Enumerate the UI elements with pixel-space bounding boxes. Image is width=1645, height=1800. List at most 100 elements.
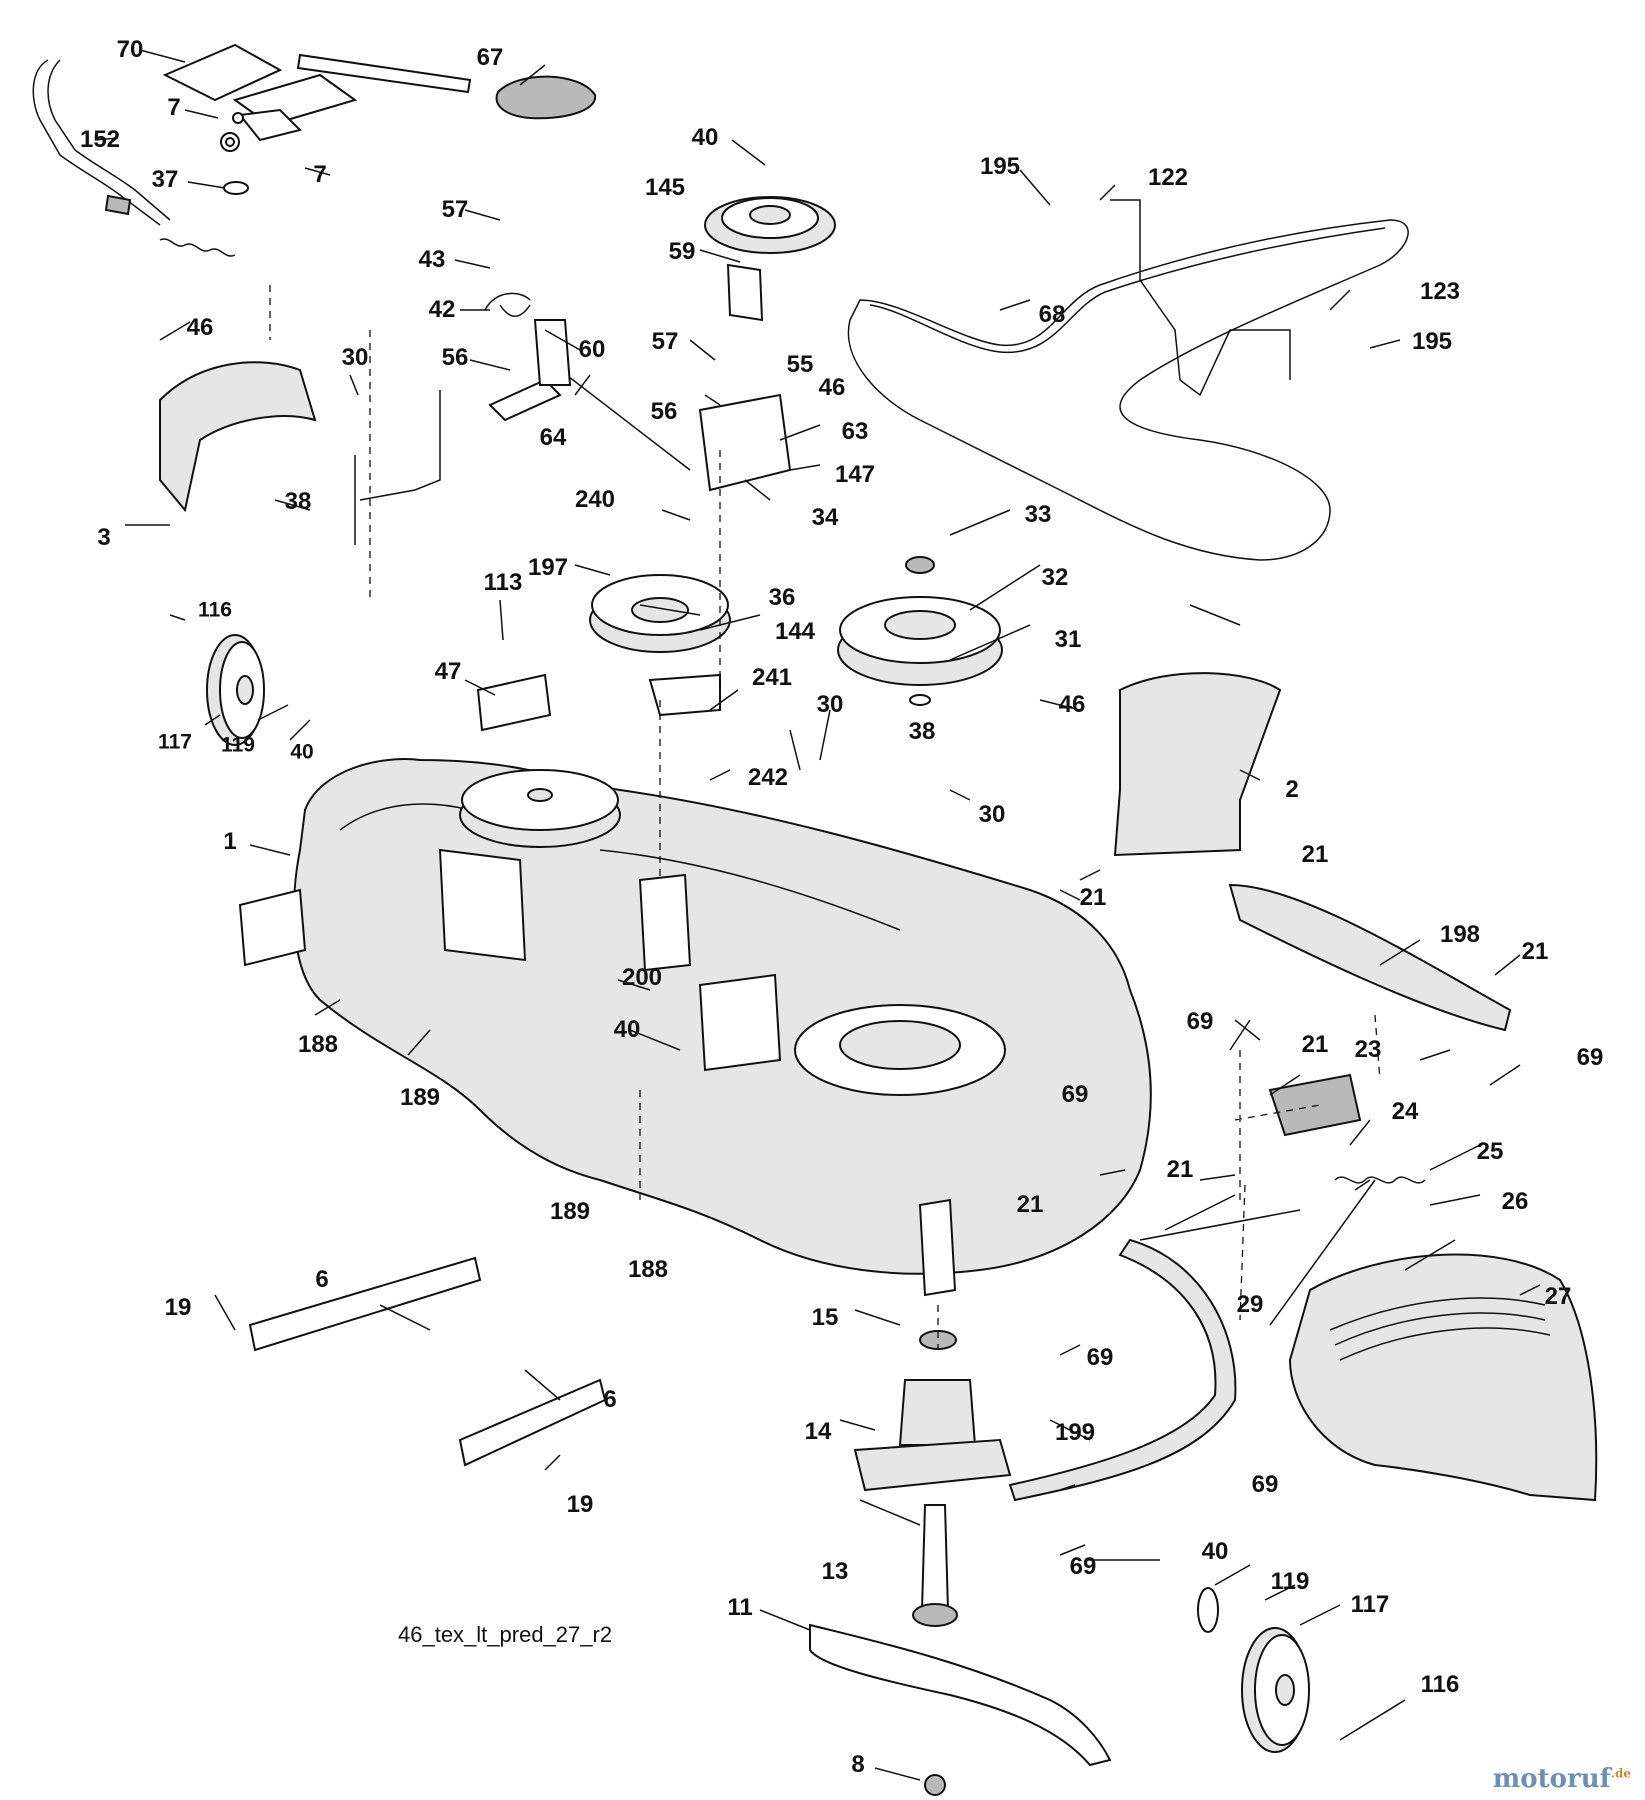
callout-label: 7 [313, 161, 327, 188]
drive-belt [847, 219, 1409, 561]
callout-label: 21 [1521, 938, 1549, 965]
gauge-wheel-left [206, 634, 265, 746]
brand-name: motoruf [1492, 1764, 1611, 1794]
callout-label: 1 [223, 828, 237, 855]
callout-label: 38 [908, 718, 936, 745]
callout-label: 197 [527, 554, 569, 581]
callout-label: 21 [1301, 1031, 1329, 1058]
callout-label: 64 [539, 424, 567, 451]
callout-label: 14 [804, 1418, 832, 1445]
callout-label: 59 [668, 238, 696, 265]
callout-label: 199 [1054, 1419, 1096, 1446]
pulley-32 [837, 596, 1003, 686]
callout-label: 46 [818, 374, 846, 401]
callout-label: 21 [1301, 841, 1329, 868]
callout-label: 55 [786, 351, 814, 378]
idler-pulley-145 [704, 196, 836, 254]
callout-label: 30 [978, 801, 1006, 828]
callout-label: 3 [97, 524, 111, 551]
callout-label: 189 [399, 1084, 441, 1111]
callout-label: 119 [1270, 1568, 1310, 1595]
deflector-3 [159, 361, 317, 513]
callout-label: 63 [841, 418, 869, 445]
blade-adapter-6-upper [248, 1256, 482, 1352]
callout-label: 43 [418, 246, 446, 273]
callout-label: 198 [1439, 921, 1481, 948]
callout-label: 69 [1069, 1553, 1097, 1580]
callout-label: 29 [1236, 1291, 1264, 1318]
callout-label: 23 [1354, 1036, 1382, 1063]
callout-label: 122 [1147, 164, 1189, 191]
callout-label: 57 [651, 328, 679, 355]
callout-label: 69 [1061, 1081, 1089, 1108]
callout-label: 46 [1058, 691, 1086, 718]
callout-label: 57 [441, 196, 469, 223]
callout-label: 60 [578, 336, 606, 363]
deflector-2 [1113, 672, 1282, 857]
callout-label: 40 [1201, 1538, 1229, 1565]
callout-label: 31 [1054, 626, 1082, 653]
callout-label: 241 [751, 664, 793, 691]
callout-label: 11 [727, 1594, 753, 1621]
callout-label: 119 [221, 733, 255, 757]
callout-label: 19 [566, 1491, 594, 1518]
pulley-36 [589, 574, 731, 653]
brand-logo: motoruf.de [1493, 1764, 1631, 1794]
callout-label: 116 [1420, 1671, 1460, 1698]
callout-label: 47 [434, 658, 462, 685]
callout-label: 26 [1501, 1188, 1529, 1215]
callout-label: 2 [1285, 776, 1299, 803]
callout-label: 21 [1166, 1156, 1194, 1183]
callout-label: 69 [1186, 1008, 1214, 1035]
callout-label: 67 [476, 44, 504, 71]
callout-label: 40 [613, 1016, 641, 1043]
callout-label: 242 [747, 764, 789, 791]
callout-label: 117 [158, 730, 192, 754]
callout-label: 24 [1391, 1098, 1419, 1125]
callout-label: 40 [691, 124, 719, 151]
blade-adapter-6-lower [458, 1378, 607, 1467]
callout-label: 7 [167, 94, 181, 121]
callout-label: 123 [1419, 278, 1461, 305]
gauge-wheel-right [1241, 1627, 1310, 1753]
callout-label: 33 [1024, 501, 1052, 528]
callout-label: 240 [574, 486, 616, 513]
callout-label: 152 [79, 126, 121, 153]
callout-label: 30 [341, 344, 369, 371]
callout-label: 37 [151, 166, 179, 193]
callout-label: 21 [1079, 884, 1107, 911]
callout-label: 147 [834, 461, 876, 488]
baffle-199 [1008, 1238, 1237, 1502]
callout-label: 27 [1544, 1283, 1572, 1310]
callout-label: 6 [315, 1266, 329, 1293]
callout-label: 38 [284, 488, 312, 515]
callout-label: 200 [621, 964, 663, 991]
callout-label: 32 [1041, 564, 1069, 591]
callout-label: 19 [164, 1294, 192, 1321]
callout-label: 188 [627, 1256, 669, 1283]
lift-bracket-assembly [32, 43, 472, 257]
callout-label: 195 [1411, 328, 1453, 355]
callout-label: 21 [1016, 1191, 1044, 1218]
callout-label: 8 [851, 1751, 865, 1778]
callout-label: 56 [441, 344, 469, 371]
callout-label: 68 [1038, 301, 1066, 328]
callout-label: 25 [1476, 1138, 1504, 1165]
baffle-198 [1228, 883, 1512, 1032]
callout-label: 15 [811, 1304, 839, 1331]
callout-label: 69 [1576, 1044, 1604, 1071]
knob-67 [495, 75, 597, 120]
callout-label: 113 [483, 569, 523, 596]
callout-label: 34 [811, 504, 839, 531]
callout-label: 46 [186, 314, 214, 341]
callout-label: 40 [290, 740, 314, 764]
diagram-code: 46_tex_lt_pred_27_r2 [398, 1622, 613, 1647]
callout-label: 117 [1350, 1591, 1390, 1618]
callout-label: 69 [1086, 1344, 1114, 1371]
callout-label: 13 [821, 1558, 849, 1585]
callout-label: 70 [116, 36, 144, 63]
idler-arm [488, 378, 562, 422]
callout-label: 195 [979, 153, 1021, 180]
